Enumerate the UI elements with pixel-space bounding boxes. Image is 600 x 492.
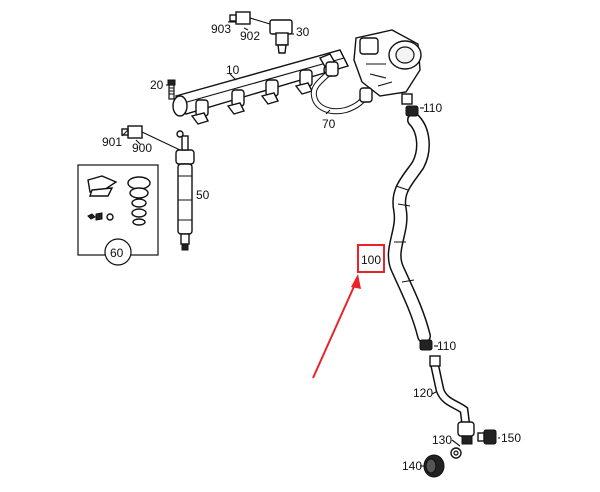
fuel-rail[interactable] — [172, 49, 349, 125]
label-70: 70 — [322, 117, 336, 131]
highlight-callout — [312, 244, 385, 379]
label-110-lower: 110 — [437, 339, 456, 353]
label-902: 902 — [240, 29, 260, 43]
label-110-upper: 110 — [423, 101, 442, 115]
hose-clamp-lower[interactable] — [419, 339, 433, 351]
hose-clamp-upper[interactable] — [405, 105, 419, 117]
label-30: 30 — [296, 25, 310, 39]
high-pressure-line[interactable] — [310, 61, 373, 115]
seal-kit-box[interactable] — [77, 164, 159, 266]
label-50: 50 — [196, 188, 210, 202]
label-120: 120 — [413, 386, 433, 400]
label-900: 900 — [132, 141, 152, 155]
label-20: 20 — [150, 78, 164, 92]
label-10: 10 — [226, 63, 240, 77]
sensor-connector[interactable] — [229, 11, 271, 25]
fuel-hose[interactable] — [387, 113, 431, 343]
sealing-ring[interactable] — [450, 447, 462, 459]
fuel-line[interactable] — [429, 355, 475, 445]
screw-fitting[interactable] — [477, 429, 497, 445]
fuel-injector[interactable] — [175, 130, 195, 251]
label-100: 100 — [361, 253, 381, 267]
label-901: 901 — [102, 135, 122, 149]
label-60: 60 — [110, 246, 124, 260]
leader-lines — [121, 21, 500, 467]
label-140: 140 — [402, 459, 422, 473]
high-pressure-pump[interactable] — [353, 29, 422, 118]
sealing-plug[interactable] — [423, 454, 445, 478]
injector-connector[interactable] — [121, 125, 181, 151]
label-130: 130 — [432, 433, 452, 447]
pressure-sensor[interactable] — [269, 19, 293, 54]
screw[interactable] — [167, 79, 176, 100]
label-903: 903 — [211, 22, 231, 36]
label-150: 150 — [501, 431, 521, 445]
